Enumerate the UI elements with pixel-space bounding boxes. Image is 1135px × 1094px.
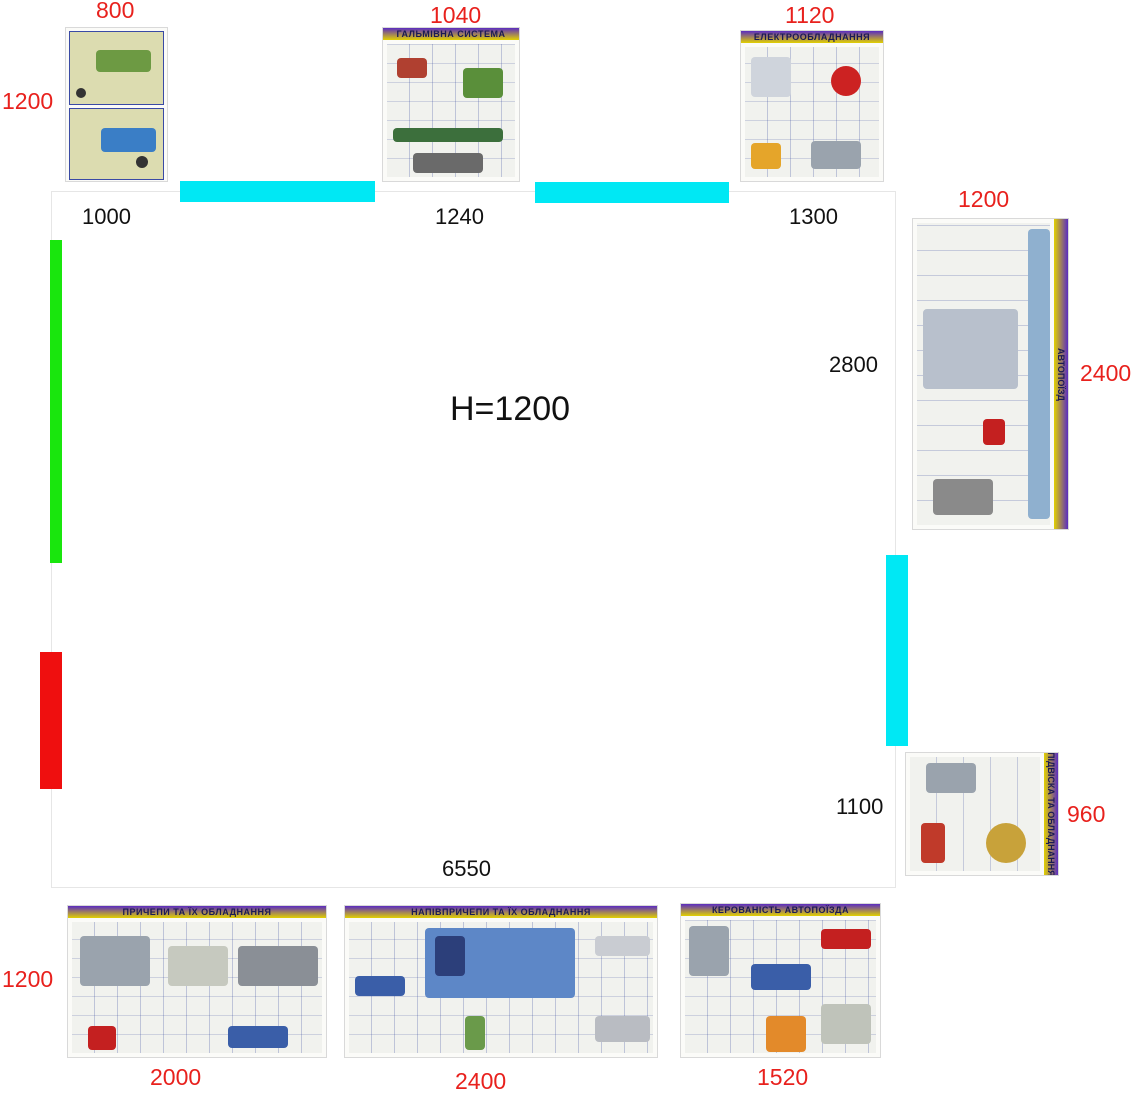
poster-road-train-width: 1200	[958, 186, 1010, 212]
poster-brakes-title: ГАЛЬМІВНА СИСТЕМА	[396, 29, 506, 39]
wall-bar-right	[886, 555, 908, 746]
poster-electrical: ЕЛЕКТРООБЛАДНАННЯ	[740, 30, 884, 182]
poster-road-train: АВТОПОЇЗД	[912, 218, 1069, 530]
wall-bar-top-left	[180, 181, 375, 202]
poster-road-train-title: АВТОПОЇЗД	[1056, 347, 1066, 401]
poster-road-train-height: 2400	[1080, 360, 1132, 386]
poster-handling-width: 1520	[757, 1064, 809, 1090]
wall-right-lower-length: 1100	[836, 794, 884, 819]
wall-bottom-length: 6550	[442, 856, 491, 881]
poster-semitrailers: НАПІВПРИЧЕПИ ТА ЇХ ОБЛАДНАННЯ	[344, 905, 658, 1058]
poster-trailer-maintenance	[65, 27, 168, 182]
poster-electrical-title: ЕЛЕКТРООБЛАДНАННЯ	[753, 32, 871, 42]
poster-handling: КЕРОВАНІСТЬ АВТОПОЇЗДА	[680, 903, 881, 1058]
poster-handling-title: КЕРОВАНІСТЬ АВТОПОЇЗДА	[711, 905, 850, 915]
poster-trailers-title: ПРИЧЕПИ ТА ЇХ ОБЛАДНАННЯ	[122, 907, 272, 917]
poster-trailer-maintenance-width: 800	[96, 0, 135, 23]
room-outline	[51, 191, 896, 888]
wall-top-right-length: 1300	[789, 204, 838, 229]
wall-bar-left-red	[40, 652, 62, 789]
poster-semitrailers-title: НАПІВПРИЧЕПИ ТА ЇХ ОБЛАДНАННЯ	[411, 907, 591, 917]
poster-brakes: ГАЛЬМІВНА СИСТЕМА	[382, 27, 520, 182]
poster-trailers-height: 1200	[2, 966, 54, 992]
wall-top-middle-length: 1240	[435, 204, 484, 229]
poster-suspension-title: ПІДВІСКА ТА ОБЛАДНАННЯ	[1046, 752, 1056, 876]
poster-trailer-maintenance-height: 1200	[2, 88, 54, 114]
poster-trailers: ПРИЧЕПИ ТА ЇХ ОБЛАДНАННЯ	[67, 905, 327, 1058]
poster-trailers-width: 2000	[150, 1064, 202, 1090]
room-height-label: H=1200	[450, 390, 571, 428]
poster-suspension: ПІДВІСКА ТА ОБЛАДНАННЯ	[905, 752, 1059, 876]
poster-semitrailers-width: 2400	[455, 1068, 507, 1094]
wall-top-left-length: 1000	[82, 204, 131, 229]
poster-suspension-height: 960	[1067, 801, 1106, 827]
poster-electrical-width: 1120	[785, 2, 835, 28]
wall-bar-left-green	[50, 240, 62, 563]
poster-brakes-width: 1040	[430, 2, 482, 28]
wall-bar-top-right	[535, 182, 729, 203]
wall-right-upper-length: 2800	[829, 352, 878, 377]
